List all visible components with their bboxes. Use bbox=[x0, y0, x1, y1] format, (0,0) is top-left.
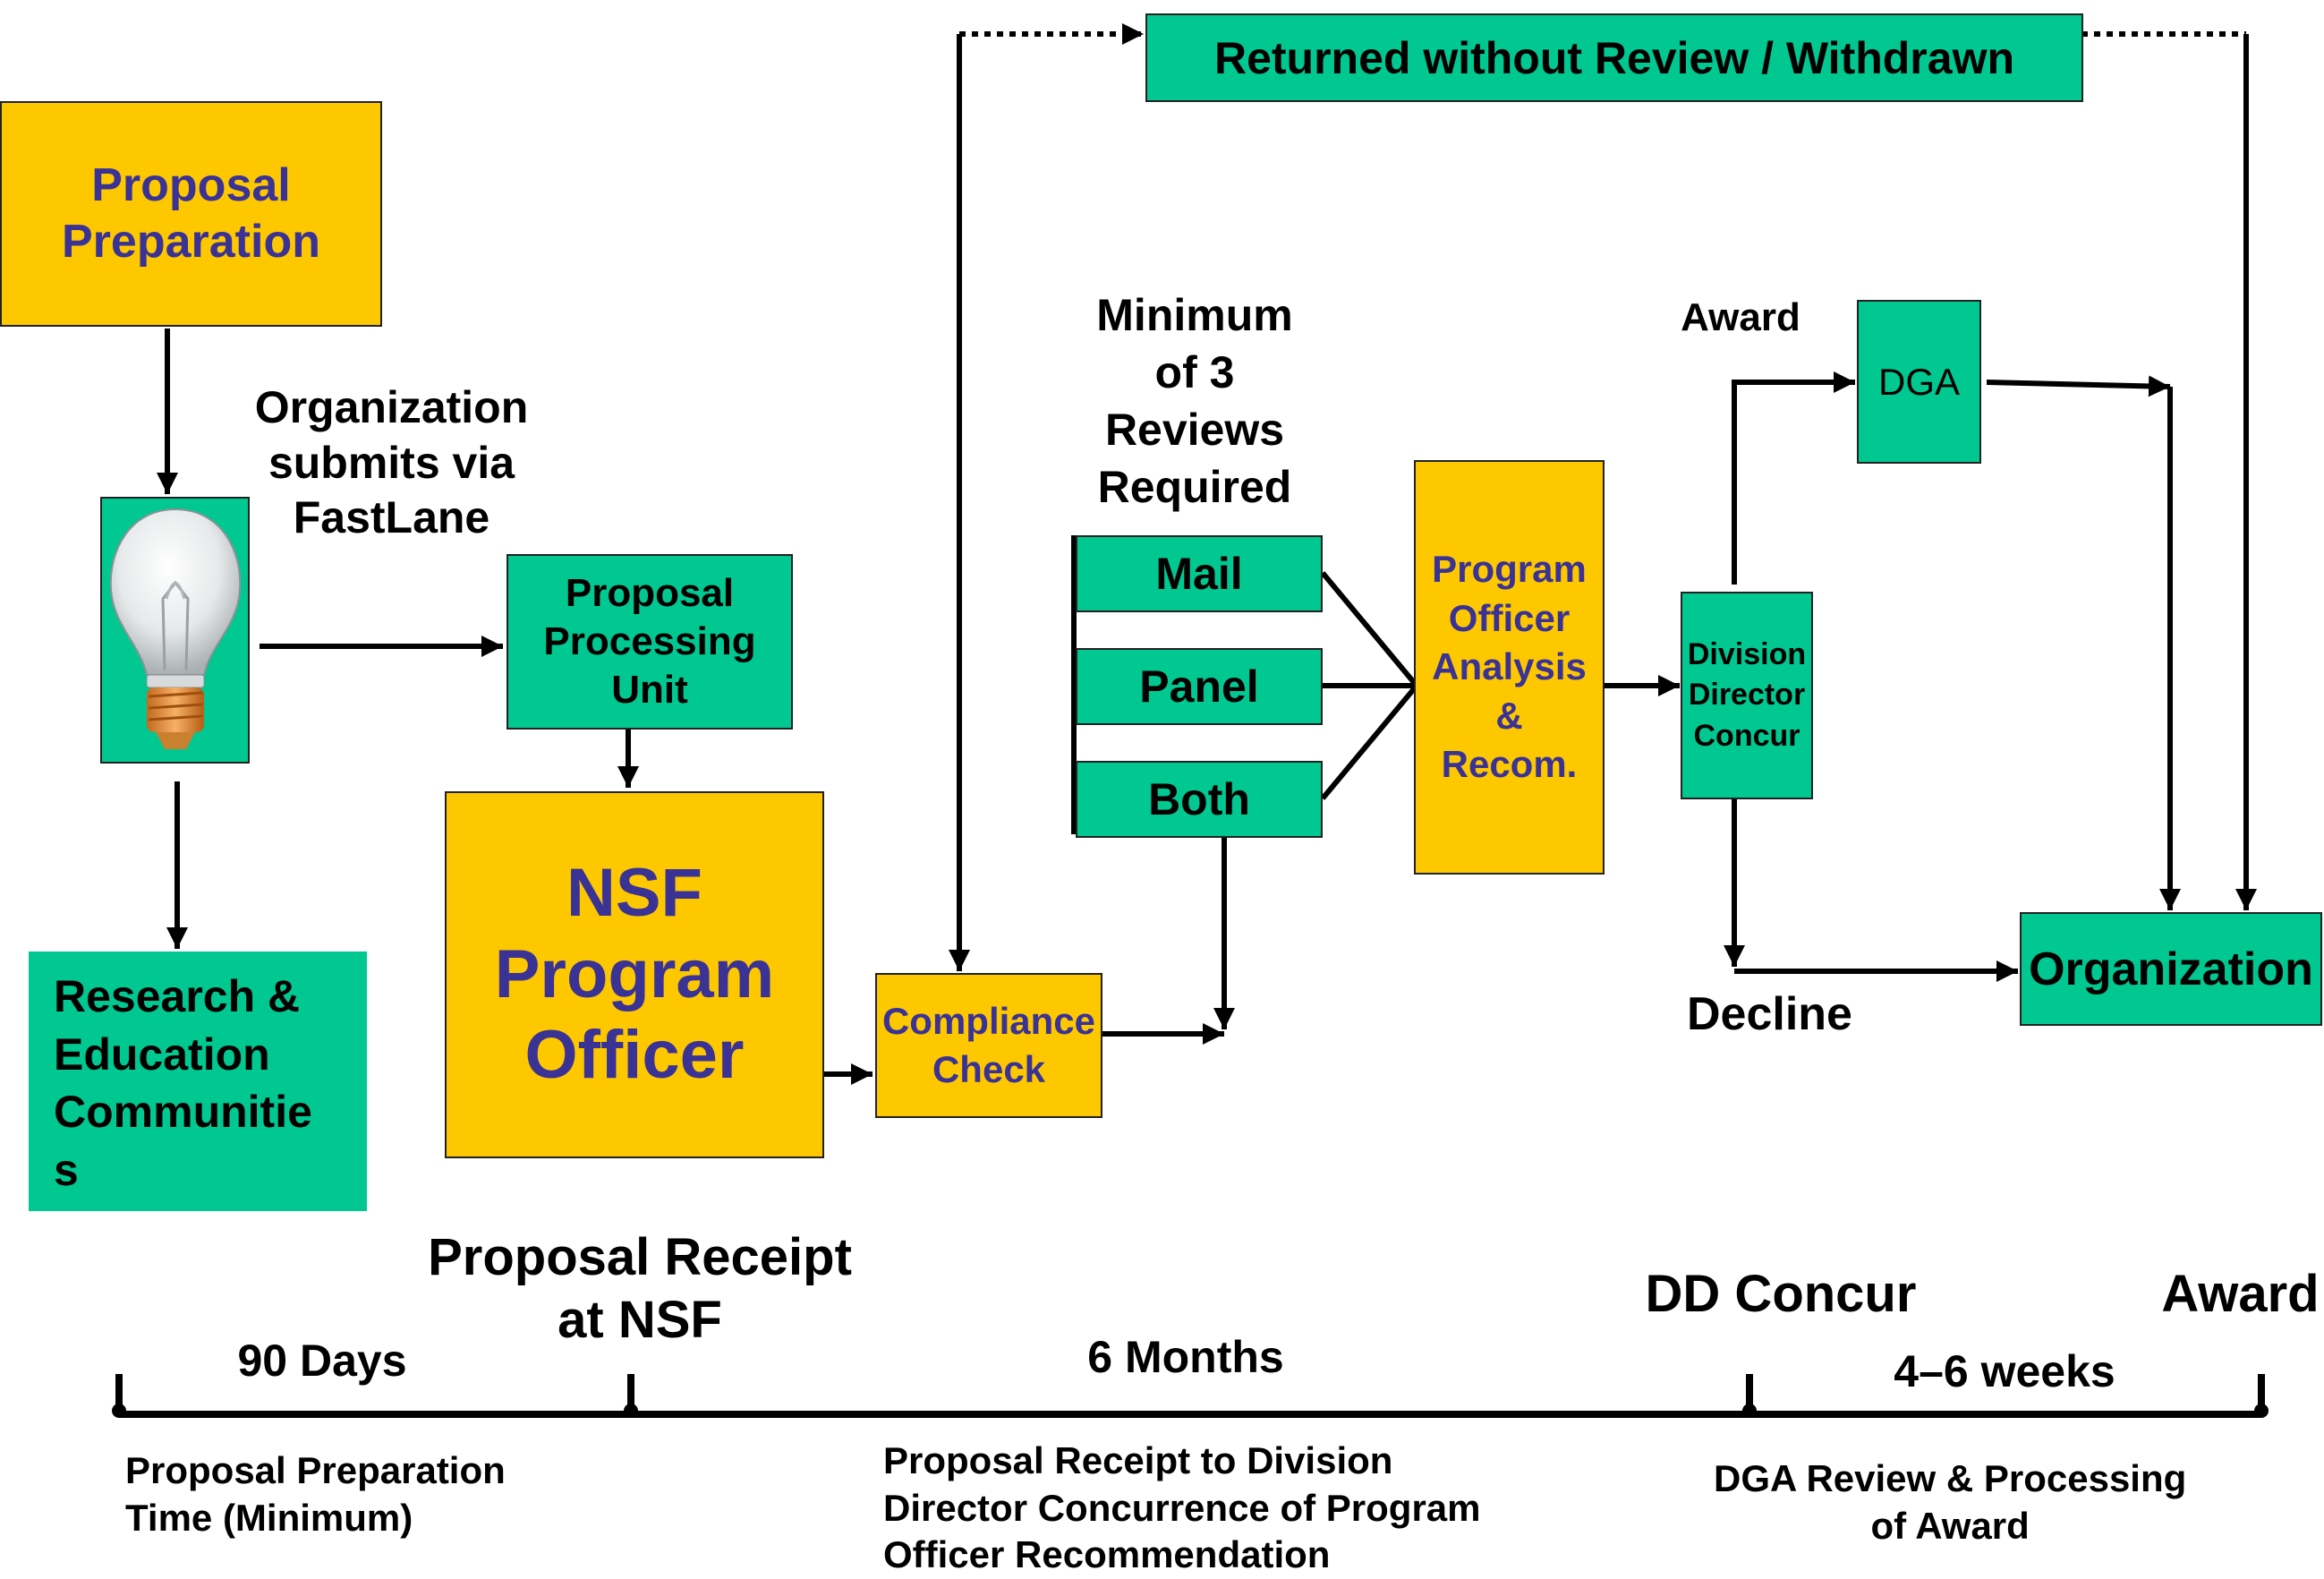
duration-6-months: 6 Months bbox=[1087, 1332, 1284, 1382]
desc-dga-review: DGA Review & Processing of Award bbox=[1714, 1457, 2187, 1547]
both-review-label: Both bbox=[1148, 774, 1250, 824]
compliance-check-box: Compliance Check bbox=[875, 973, 1102, 1118]
mail-review-box: Mail bbox=[1076, 535, 1323, 612]
arrow-dd-to-dga bbox=[1732, 371, 1855, 585]
award-branch-label: Award bbox=[1681, 295, 1800, 339]
milestone-award: Award bbox=[2161, 1265, 2320, 1323]
dga-label: DGA bbox=[1877, 360, 1960, 403]
panel-review-box: Panel bbox=[1076, 648, 1323, 725]
proposal-processing-unit-label: Proposal Processing Unit bbox=[543, 571, 756, 712]
decline-branch-label: Decline bbox=[1687, 988, 1852, 1040]
milestone-dd-concur: DD Concur bbox=[1645, 1265, 1917, 1323]
dd-concur-label: Division Director Concur bbox=[1687, 637, 1807, 753]
po-analysis-box: Program Officer Analysis & Recom. bbox=[1414, 460, 1605, 875]
po-analysis-label: Program Officer Analysis & Recom. bbox=[1432, 548, 1587, 786]
nsf-program-officer-label: NSF Program Officer bbox=[494, 855, 775, 1094]
proposal-preparation-label: Proposal Preparation bbox=[62, 158, 320, 268]
line-mail-to-analysis bbox=[1320, 571, 1419, 687]
dga-box: DGA bbox=[1857, 300, 1981, 464]
min-reviews-label: Minimum of 3 Reviews Required bbox=[1096, 290, 1293, 512]
both-review-box: Both bbox=[1076, 761, 1323, 838]
proposal-processing-unit-box: Proposal Processing Unit bbox=[507, 554, 793, 730]
arrow-dga-to-org bbox=[1986, 375, 2171, 397]
research-communities-box: Research & Education Communitie s bbox=[29, 952, 367, 1211]
milestone-proposal-receipt: Proposal Receipt at NSF bbox=[428, 1228, 852, 1349]
desc-receipt-to-dd: Proposal Receipt to Division Director Co… bbox=[883, 1439, 1481, 1575]
compliance-check-label: Compliance Check bbox=[881, 1000, 1096, 1090]
proposal-preparation-box: Proposal Preparation bbox=[0, 101, 382, 327]
organization-box: Organization bbox=[2020, 912, 2322, 1026]
panel-review-label: Panel bbox=[1139, 661, 1259, 712]
research-communities-label: Research & Education Communitie s bbox=[54, 971, 312, 1195]
duration-90-days: 90 Days bbox=[237, 1336, 407, 1386]
lightbulb-icon bbox=[109, 508, 241, 749]
nsf-program-officer-box: NSF Program Officer bbox=[445, 791, 824, 1158]
dd-concur-box: Division Director Concur bbox=[1681, 592, 1813, 799]
returned-withdrawn-box: Returned without Review / Withdrawn bbox=[1145, 13, 2083, 102]
org-submits-label: Organization submits via FastLane bbox=[254, 382, 529, 542]
line-both-to-analysis bbox=[1320, 684, 1419, 800]
duration-4-6-weeks: 4–6 weeks bbox=[1894, 1346, 2115, 1396]
returned-withdrawn-label: Returned without Review / Withdrawn bbox=[1213, 32, 2015, 83]
desc-prep-time: Proposal Preparation Time (Minimum) bbox=[125, 1449, 506, 1539]
idea-box bbox=[100, 497, 250, 764]
mail-review-label: Mail bbox=[1155, 549, 1243, 599]
organization-label: Organization bbox=[2029, 943, 2313, 995]
